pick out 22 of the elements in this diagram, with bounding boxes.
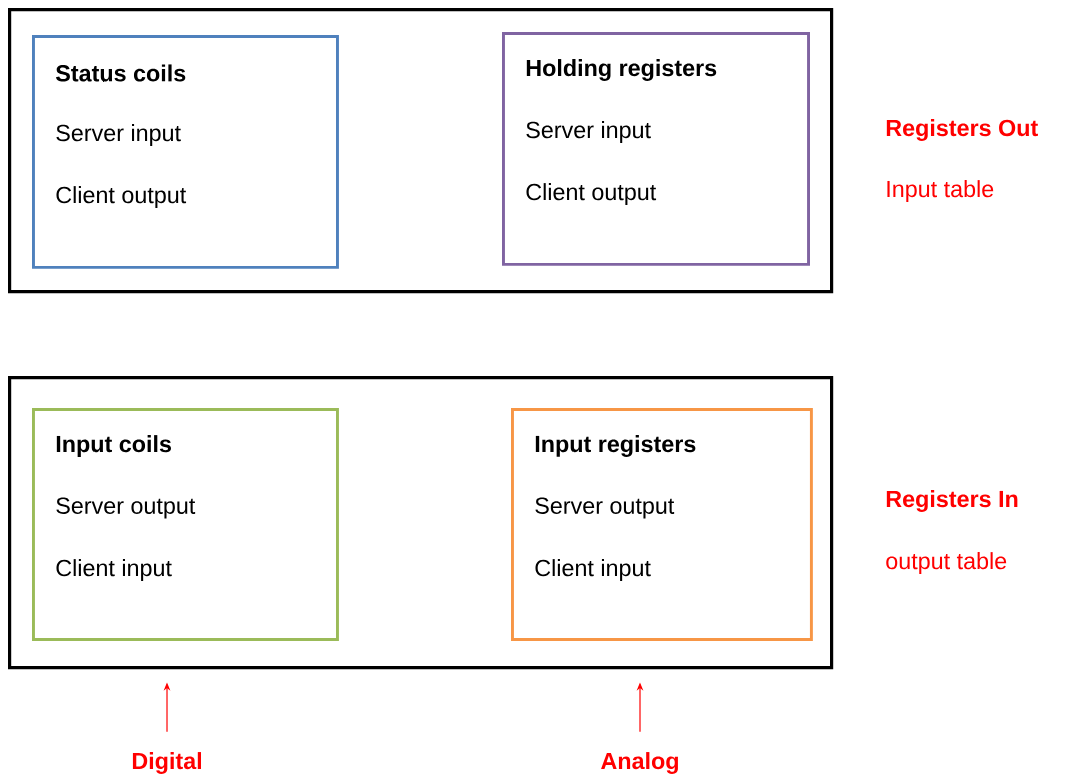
register-box xyxy=(32,408,339,641)
box-heading: Status coils xyxy=(55,64,186,82)
box-heading: Input registers xyxy=(535,435,696,457)
register-box xyxy=(32,35,339,269)
box-text: Server output xyxy=(56,497,196,519)
box-text: Server input xyxy=(56,124,181,146)
box-heading: Input coils xyxy=(56,435,171,457)
box-text: Client output xyxy=(56,186,187,208)
register-box xyxy=(502,32,810,266)
arrow-label: Analog xyxy=(601,752,678,774)
register-box xyxy=(511,408,813,641)
side-label: Registers Out xyxy=(886,119,1038,141)
side-label: Registers In xyxy=(886,490,1018,512)
arrow-label: Digital xyxy=(132,752,201,774)
box-text: Client output xyxy=(526,183,657,205)
box-text: Client input xyxy=(56,559,172,581)
side-label: output table xyxy=(886,552,1007,574)
box-text: Server output xyxy=(535,497,675,519)
box-text: Client input xyxy=(535,559,651,581)
side-label: Input table xyxy=(887,180,994,202)
box-heading: Holding registers xyxy=(526,59,717,81)
box-text: Server input xyxy=(526,121,651,143)
